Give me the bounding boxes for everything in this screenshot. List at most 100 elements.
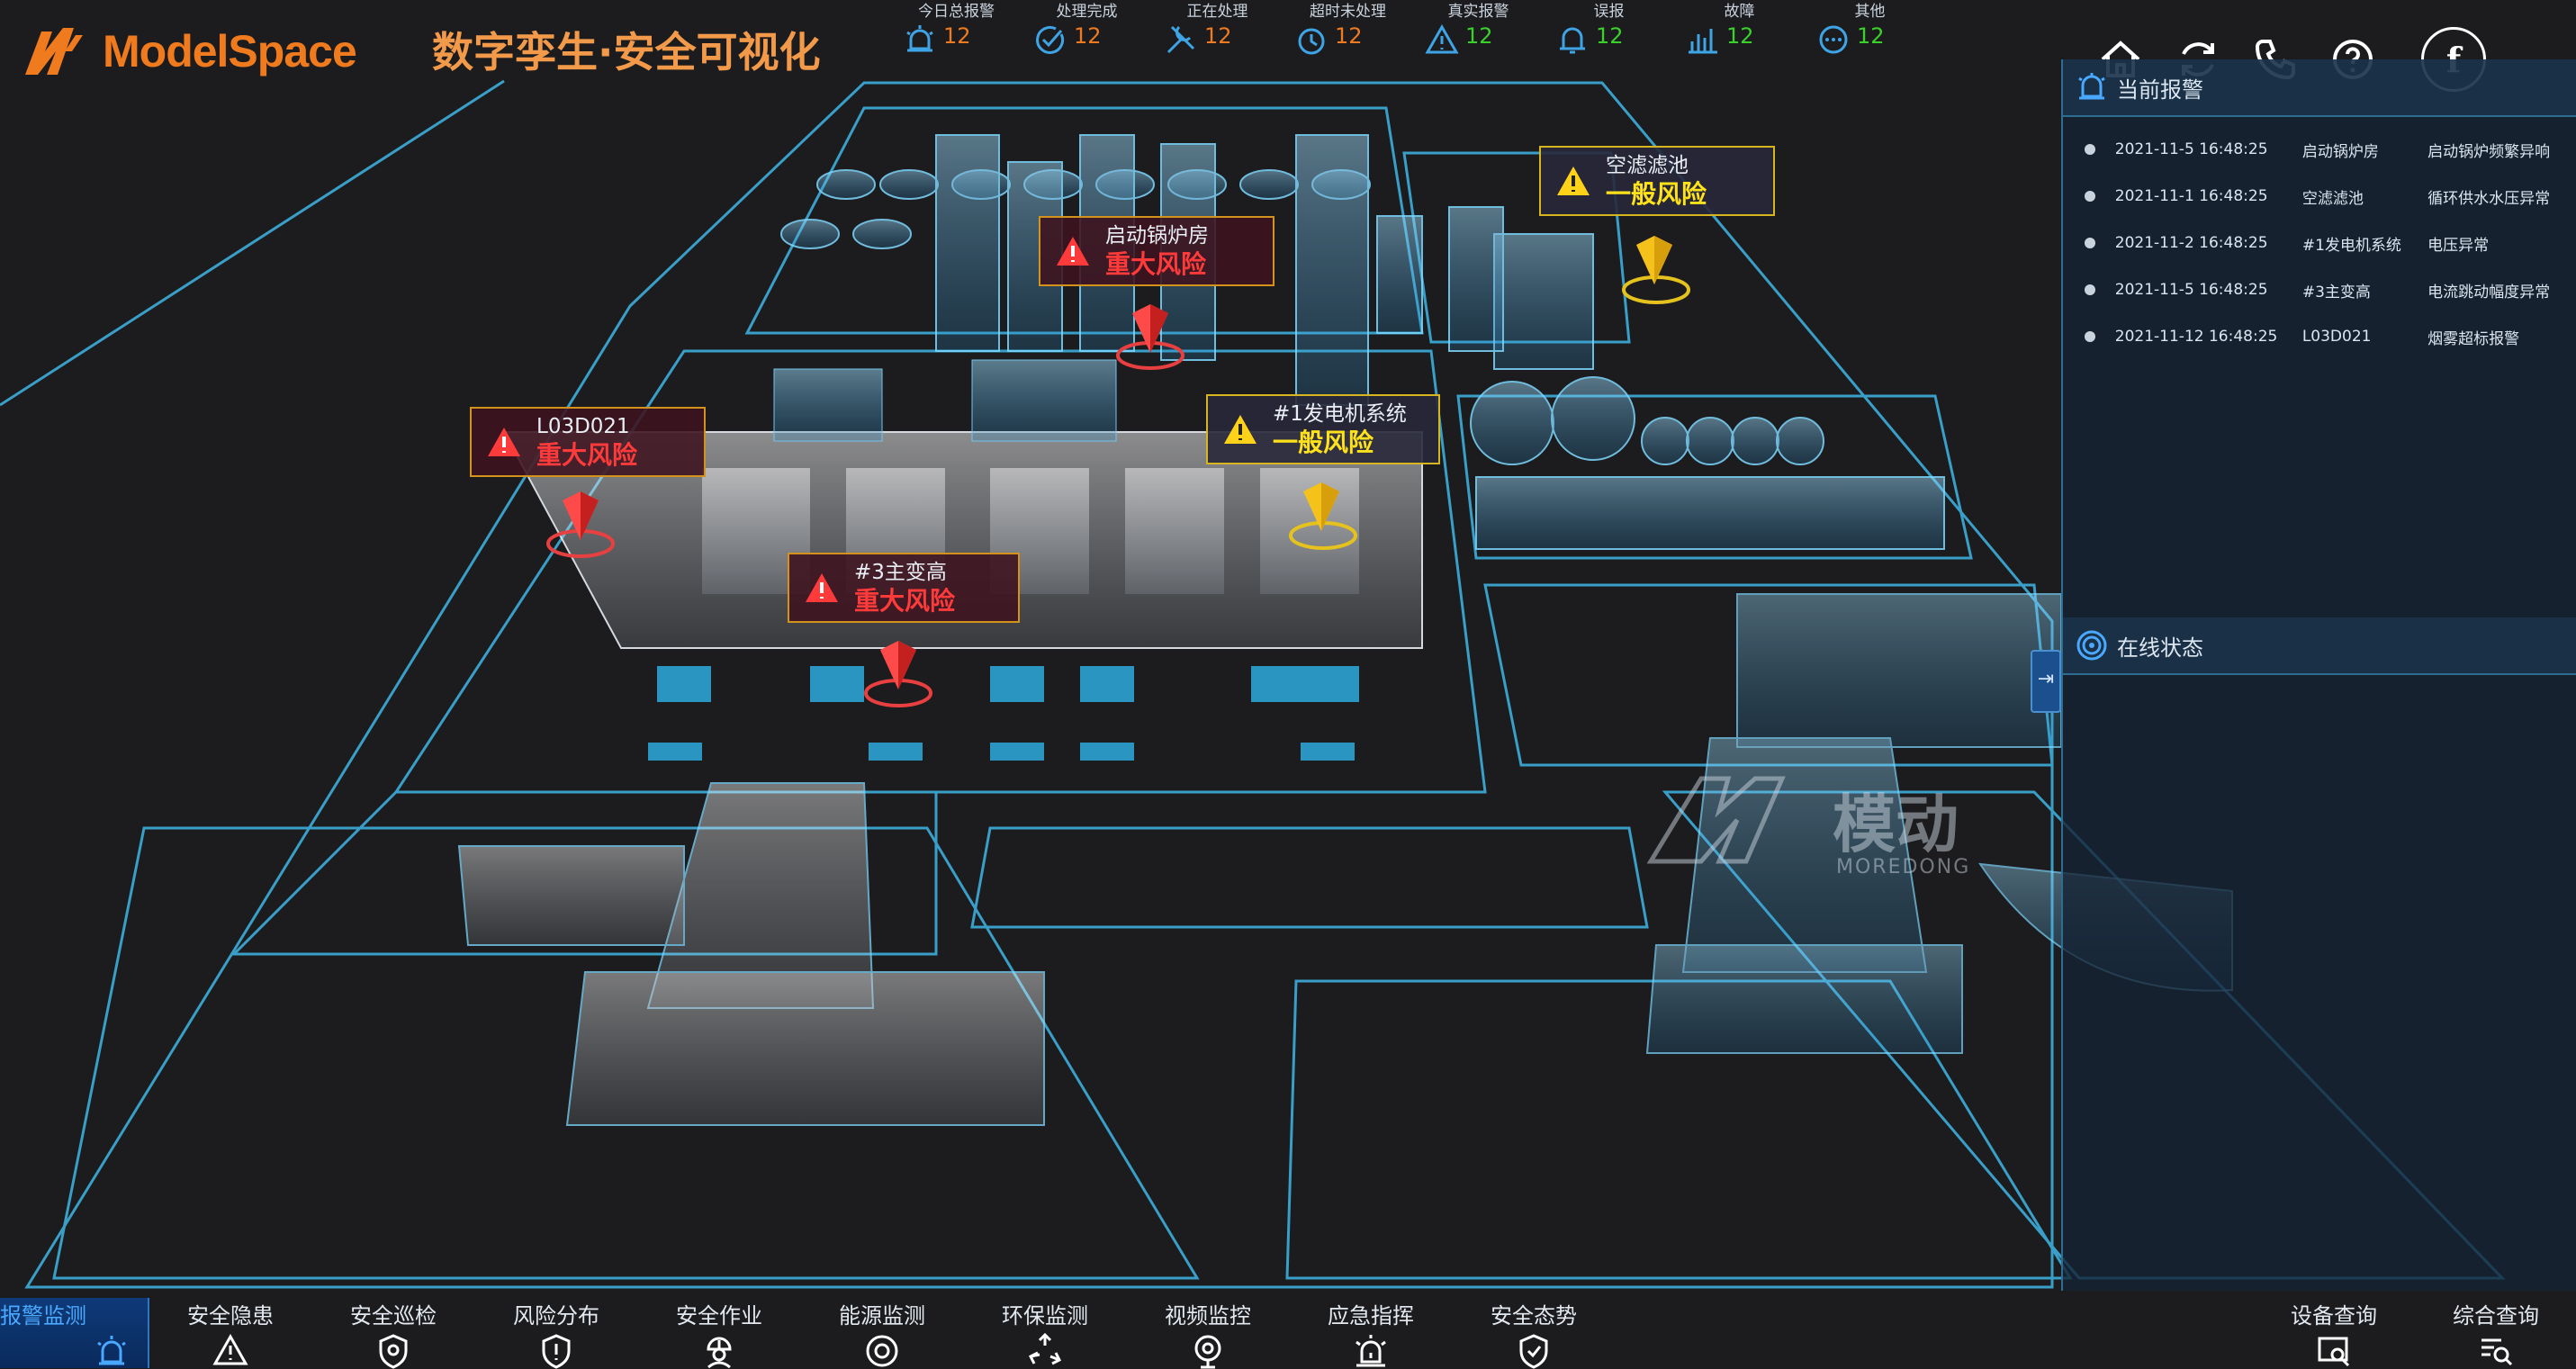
stat-today-alarms[interactable]: 今日总报警 12 bbox=[891, 0, 1022, 63]
list-search-icon bbox=[2481, 1338, 2513, 1366]
nav-alarm-monitoring[interactable]: 报警监测 bbox=[0, 1298, 149, 1368]
nav-label: 报警监测 bbox=[0, 1303, 86, 1328]
shield-icon bbox=[379, 1334, 408, 1369]
fault-icon bbox=[1689, 29, 1717, 54]
alarm-panel-header: 当前报警 bbox=[2063, 59, 2576, 117]
alarm-row[interactable]: 2021-11-1 16:48:25 空滤滤池 循环供水水压异常 bbox=[2063, 173, 2576, 220]
alarm-desc: 启动锅炉频繁异响 bbox=[2427, 142, 2551, 161]
nav-safety-inspection[interactable]: 安全巡检 bbox=[335, 1298, 452, 1369]
nav-label: 环保监测 bbox=[1002, 1303, 1088, 1328]
location-pin-icon[interactable] bbox=[1129, 301, 1172, 355]
risk-marker-main-transformer-3[interactable]: #3主变高重大风险 bbox=[788, 553, 1020, 623]
alarm-desc: 电流跳动幅度异常 bbox=[2427, 283, 2551, 302]
stat-label: 正在处理 bbox=[1186, 3, 1248, 21]
watermark-cn: 模动 bbox=[1833, 788, 1959, 861]
warning-icon bbox=[1224, 415, 1256, 444]
stat-value: 12 bbox=[1074, 23, 1102, 49]
alarm-time: 2021-11-1 16:48:25 bbox=[2114, 187, 2268, 205]
warning-icon bbox=[806, 573, 838, 602]
nav-label: 能源监测 bbox=[839, 1303, 925, 1328]
shield-check-icon bbox=[1519, 1334, 1548, 1369]
nav-label: 综合查询 bbox=[2453, 1303, 2539, 1328]
alarm-time: 2021-11-5 16:48:25 bbox=[2114, 140, 2268, 158]
stat-label: 今日总报警 bbox=[918, 3, 995, 21]
nav-energy-monitoring[interactable]: 能源监测 bbox=[824, 1298, 941, 1369]
clock-icon bbox=[1298, 28, 1325, 55]
stat-label: 误报 bbox=[1593, 3, 1625, 21]
camera-icon bbox=[1194, 1335, 1221, 1369]
warning-icon bbox=[1057, 237, 1089, 266]
bullet-dot bbox=[2085, 238, 2095, 248]
stat-other[interactable]: 其他 12 bbox=[1805, 0, 1935, 63]
stat-completed[interactable]: 处理完成 12 bbox=[1022, 0, 1152, 63]
alarm-desc: 循环供水水压异常 bbox=[2427, 189, 2551, 208]
marker-name: 空滤滤池 bbox=[1606, 154, 1689, 177]
alarm-location: #1发电机系统 bbox=[2301, 236, 2401, 255]
risk-marker-generator-1[interactable]: #1发电机系统一般风险 bbox=[1206, 394, 1440, 464]
nav-label: 安全作业 bbox=[676, 1303, 762, 1328]
alarm-time: 2021-11-12 16:48:25 bbox=[2114, 328, 2278, 346]
nav-safety-situation[interactable]: 安全态势 bbox=[1475, 1298, 1592, 1369]
office-block-left bbox=[457, 782, 1045, 1126]
watermark-en: MOREDONG bbox=[1836, 856, 1971, 878]
system-title: 数字孪生·安全可视化 bbox=[432, 28, 821, 77]
location-pin-icon[interactable] bbox=[559, 488, 602, 542]
marker-name: #1发电机系统 bbox=[1273, 402, 1407, 426]
location-pin-icon[interactable] bbox=[1633, 232, 1676, 286]
nav-emergency-command[interactable]: 应急指挥 bbox=[1312, 1298, 1429, 1369]
stat-real-alarms[interactable]: 真实报警 12 bbox=[1413, 0, 1544, 63]
nav-safety-operations[interactable]: 安全作业 bbox=[661, 1298, 778, 1369]
nav-label: 风险分布 bbox=[513, 1303, 599, 1328]
alarm-time: 2021-11-2 16:48:25 bbox=[2114, 234, 2268, 252]
recycle-icon bbox=[1028, 1333, 1062, 1365]
alarm-row[interactable]: 2021-11-5 16:48:25 启动锅炉房 启动锅炉频繁异响 bbox=[2063, 126, 2576, 173]
location-pin-icon[interactable] bbox=[877, 637, 920, 691]
energy-icon bbox=[866, 1335, 898, 1367]
alarm-desc: 烟雾超标报警 bbox=[2427, 329, 2520, 348]
warning-icon bbox=[212, 1333, 248, 1365]
nav-device-query[interactable]: 设备查询 bbox=[2275, 1298, 2392, 1369]
check-circle-icon bbox=[1036, 25, 1065, 54]
bullet-dot bbox=[2085, 284, 2095, 295]
collapse-panel-button[interactable]: ⇥ bbox=[2031, 650, 2061, 713]
tower-cluster bbox=[780, 134, 1423, 406]
stat-value: 12 bbox=[1465, 23, 1493, 49]
stat-false-alarms[interactable]: 误报 12 bbox=[1544, 0, 1674, 63]
siren-icon bbox=[1356, 1335, 1386, 1367]
risk-marker-air-filter[interactable]: 空滤滤池一般风险 bbox=[1539, 146, 1775, 216]
nav-video-surveillance[interactable]: 视频监控 bbox=[1149, 1298, 1266, 1369]
location-pin-icon[interactable] bbox=[1300, 479, 1343, 533]
bell-icon bbox=[1560, 27, 1585, 54]
alarm-icon bbox=[97, 1336, 126, 1365]
alarm-location: 空滤滤池 bbox=[2301, 189, 2364, 208]
stat-processing[interactable]: 正在处理 12 bbox=[1152, 0, 1283, 63]
alarm-icon bbox=[906, 25, 933, 52]
pump-row bbox=[648, 666, 1359, 761]
alarm-desc: 电压异常 bbox=[2427, 236, 2490, 255]
stat-faults[interactable]: 故障 12 bbox=[1674, 0, 1805, 63]
nav-environmental-monitoring[interactable]: 环保监测 bbox=[986, 1298, 1103, 1369]
warning-icon bbox=[488, 428, 520, 456]
risk-marker-boiler-room[interactable]: 启动锅炉房重大风险 bbox=[1039, 216, 1274, 286]
alarm-icon bbox=[2078, 73, 2105, 100]
alarm-row[interactable]: 2021-11-2 16:48:25 #1发电机系统 电压异常 bbox=[2063, 220, 2576, 266]
nav-label: 安全隐患 bbox=[187, 1303, 274, 1328]
worker-icon bbox=[707, 1337, 732, 1369]
signal-icon bbox=[2076, 630, 2107, 661]
marker-level: 一般风险 bbox=[1273, 428, 1374, 457]
nav-comprehensive-query[interactable]: 综合查询 bbox=[2437, 1298, 2554, 1369]
nav-risk-distribution[interactable]: 风险分布 bbox=[498, 1298, 615, 1369]
stat-label: 处理完成 bbox=[1056, 3, 1118, 21]
alarm-row[interactable]: 2021-11-5 16:48:25#3主变高电流跳动幅度异常 bbox=[2063, 266, 2576, 313]
alarm-location: #3主变高 bbox=[2301, 283, 2371, 302]
tools-icon bbox=[1166, 25, 1195, 54]
nav-safety-hazards[interactable]: 安全隐患 bbox=[172, 1298, 289, 1369]
nav-label: 安全态势 bbox=[1491, 1303, 1577, 1328]
stat-overdue[interactable]: 超时未处理 12 bbox=[1283, 0, 1413, 63]
marker-name: L03D021 bbox=[536, 415, 630, 438]
marker-level: 重大风险 bbox=[854, 586, 956, 616]
alarm-location: 启动锅炉房 bbox=[2301, 142, 2379, 161]
nav-label: 设备查询 bbox=[2291, 1303, 2377, 1328]
